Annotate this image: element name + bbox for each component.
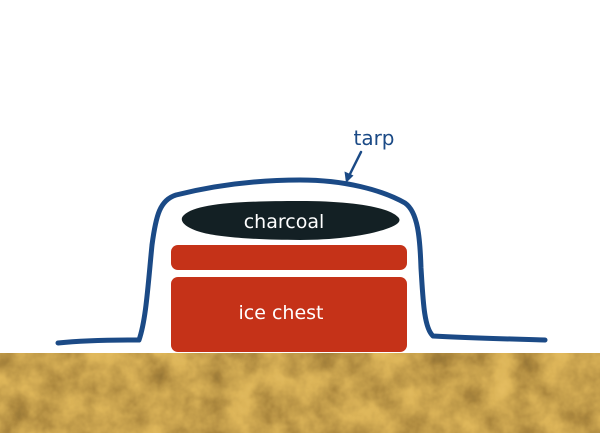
charcoal-bag-shape <box>181 201 400 240</box>
charcoal-bag: charcoal <box>181 201 400 240</box>
ice-chest-body <box>171 277 407 352</box>
tarp: tarp <box>55 126 548 346</box>
ice-chest-lid <box>171 245 407 270</box>
tarp-label: tarp <box>353 126 394 150</box>
ground-texture <box>0 353 600 433</box>
ground <box>0 353 600 433</box>
tarp-pointer-line <box>347 150 363 178</box>
ice-chest-label: ice chest <box>239 302 324 324</box>
tarp-outline <box>55 177 548 346</box>
ice-chest: ice chest <box>171 245 407 352</box>
charcoal-label: charcoal <box>244 211 325 233</box>
tarp-pointer-arrowhead <box>344 171 354 183</box>
